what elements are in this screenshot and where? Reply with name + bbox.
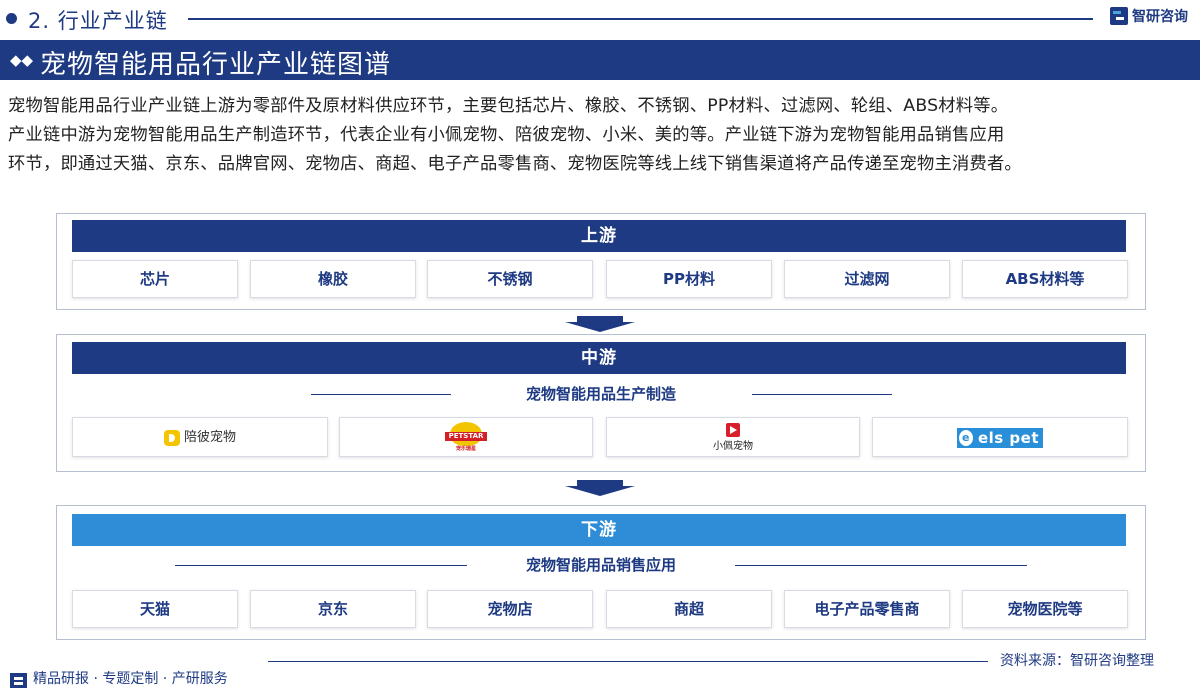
midstream-subtitle-row: 宠物智能用品生产制造 [57, 383, 1145, 405]
brand-logo-icon [1110, 7, 1128, 25]
header-divider [188, 18, 1093, 20]
intro-line: 产业链中游为宠物智能用品生产制造环节，代表企业有小佩宠物、陪彼宠物、小米、美的等… [8, 125, 1005, 145]
subtitle-divider [752, 394, 892, 395]
intro-line: 宠物智能用品行业产业链上游为零部件及原材料供应环节，主要包括芯片、橡胶、不锈钢、… [8, 96, 1009, 116]
section-title: 2. 行业产业链 [28, 9, 168, 33]
upstream-panel: 上游 芯片 橡胶 不锈钢 PP材料 过滤网 ABS材料等 [56, 213, 1146, 310]
downstream-item: 天猫 [72, 590, 238, 628]
midstream-subtitle: 宠物智能用品生产制造 [525, 385, 676, 403]
upstream-item: 橡胶 [250, 260, 416, 298]
report-icon [10, 673, 27, 688]
downstream-subtitle-row: 宠物智能用品销售应用 [57, 554, 1145, 576]
subtitle-divider [311, 394, 451, 395]
petstar-sub-text: 宠乐珊星 [455, 445, 476, 452]
footer-bar: 精品研报 · 专题定制 · 产研服务 [0, 670, 1200, 691]
down-arrow-icon [565, 480, 635, 496]
upstream-item: ABS材料等 [962, 260, 1128, 298]
bullet-dot-icon [6, 13, 17, 24]
downstream-item: 电子产品零售商 [784, 590, 950, 628]
midstream-band: 中游 [72, 342, 1126, 374]
subtitle-divider [735, 565, 1027, 566]
petstar-band-text: PETSTAR [445, 431, 487, 441]
downstream-panel: 下游 宠物智能用品销售应用 天猫 京东 宠物店 商超 电子产品零售商 宠物医院等 [56, 505, 1146, 640]
footer-slogan: 精品研报 · 专题定制 · 产研服务 [33, 671, 228, 687]
downstream-item: 京东 [250, 590, 416, 628]
footer-divider [268, 661, 988, 662]
subtitle-divider [175, 565, 467, 566]
down-arrow-icon [565, 316, 635, 332]
intro-line: 环节，即通过天猫、京东、品牌官网、宠物店、商超、电子产品零售商、宠物医院等线上线… [8, 154, 1022, 174]
elspet-logo-icon: e [958, 429, 973, 446]
midstream-panel: 中游 宠物智能用品生产制造 陪彼宠物 PETSTAR 宠乐珊星 小佩宠物 e e… [56, 334, 1146, 472]
company-logo-elspet: e els pet [872, 417, 1128, 457]
top-header: 2. 行业产业链 智研咨询 [0, 0, 1200, 38]
company-logo-peibi: 陪彼宠物 [72, 417, 328, 457]
upstream-item: PP材料 [606, 260, 772, 298]
upstream-item: 不锈钢 [427, 260, 593, 298]
page-title: 宠物智能用品行业产业链图谱 [40, 50, 392, 80]
peibi-name: 陪彼宠物 [183, 429, 236, 445]
brand: 智研咨询 [1110, 6, 1188, 26]
peibi-logo-icon [163, 429, 180, 446]
upstream-band: 上游 [72, 220, 1126, 252]
brand-name: 智研咨询 [1132, 9, 1188, 25]
company-logo-xiaopei: 小佩宠物 [606, 417, 860, 457]
downstream-item: 商超 [606, 590, 772, 628]
petstar-logo-icon: PETSTAR 宠乐珊星 [443, 421, 489, 454]
double-diamond-icon: ◆◆ [10, 51, 34, 69]
intro-paragraph: 宠物智能用品行业产业链上游为零部件及原材料供应环节，主要包括芯片、橡胶、不锈钢、… [8, 92, 1198, 179]
downstream-band: 下游 [72, 514, 1126, 546]
source-note: 资料来源：智研咨询整理 [1000, 653, 1154, 669]
downstream-item: 宠物店 [427, 590, 593, 628]
xiaopei-logo-icon [726, 422, 740, 437]
downstream-subtitle: 宠物智能用品销售应用 [525, 556, 676, 574]
downstream-item: 宠物医院等 [962, 590, 1128, 628]
upstream-item: 芯片 [72, 260, 238, 298]
elspet-name: els pet [977, 428, 1040, 447]
xiaopei-name: 小佩宠物 [713, 440, 753, 452]
upstream-item: 过滤网 [784, 260, 950, 298]
company-logo-petstar: PETSTAR 宠乐珊星 [339, 417, 593, 457]
title-band: ◆◆ 宠物智能用品行业产业链图谱 [0, 40, 1200, 80]
